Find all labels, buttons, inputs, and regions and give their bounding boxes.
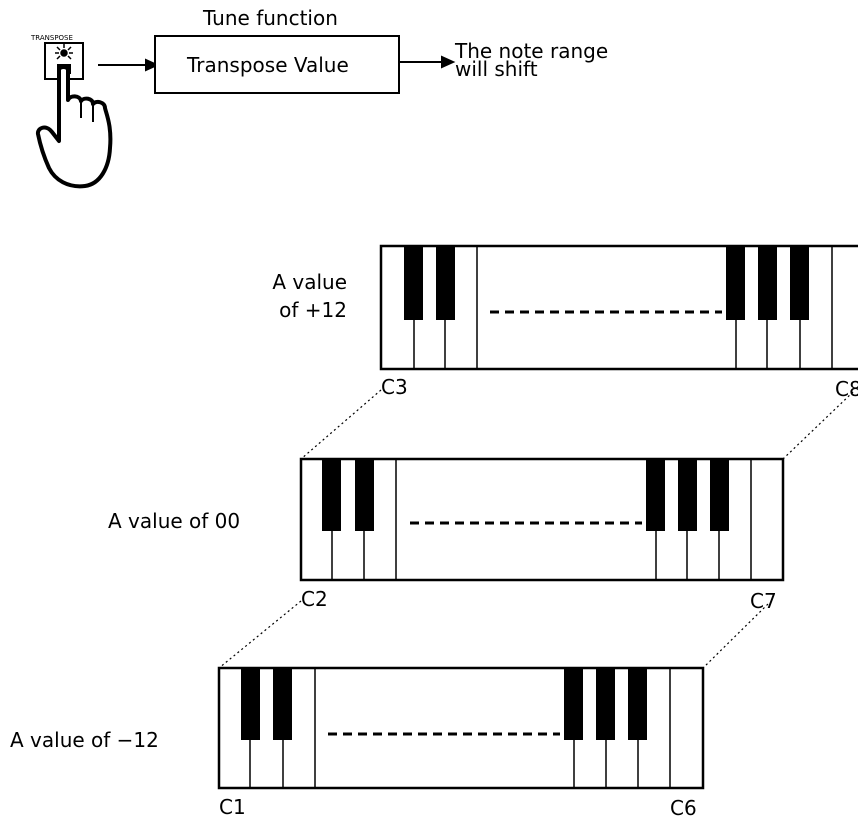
black-key	[790, 246, 809, 320]
value-label-line2: of +12	[279, 298, 347, 322]
low-note-label: C1	[219, 795, 246, 819]
arrow-to-box	[98, 60, 157, 70]
tune-function-title: Tune function	[202, 6, 338, 30]
keyboard-00: A value of 00 C2 C7	[108, 459, 783, 613]
high-note-label: C7	[750, 589, 777, 613]
pointing-hand-icon	[38, 67, 110, 186]
black-key	[564, 668, 583, 740]
high-note-label: C6	[670, 796, 697, 820]
connector-right	[703, 604, 768, 668]
result-text-line2: will shift	[455, 57, 538, 81]
connector-left	[219, 601, 301, 668]
keyboard-minus-12: A value of −12 C1 C6	[10, 668, 703, 820]
black-key	[726, 246, 745, 320]
low-note-label: C3	[381, 375, 408, 399]
transpose-button-caption: TRANSPOSE	[30, 34, 73, 42]
connector-left	[301, 390, 381, 459]
black-key	[322, 459, 341, 531]
high-note-label: C8	[835, 377, 858, 401]
black-key	[404, 246, 423, 320]
black-key	[273, 668, 292, 740]
transpose-value-label: Transpose Value	[186, 53, 349, 77]
value-label-line1: A value	[272, 270, 347, 294]
black-key	[646, 459, 665, 531]
black-key	[355, 459, 374, 531]
black-key	[758, 246, 777, 320]
value-label-line1: A value of 00	[108, 509, 240, 533]
low-note-label: C2	[301, 587, 328, 611]
black-key	[628, 668, 647, 740]
arrow-to-result	[400, 57, 453, 67]
connector-right	[783, 392, 853, 459]
value-label-line1: A value of −12	[10, 728, 159, 752]
transpose-button-group[interactable]: TRANSPOSE	[30, 34, 110, 186]
black-key	[241, 668, 260, 740]
black-key	[710, 459, 729, 531]
black-key	[596, 668, 615, 740]
black-key	[678, 459, 697, 531]
keyboard-plus-12: A value of +12 C3 C8	[272, 246, 858, 401]
black-key	[436, 246, 455, 320]
